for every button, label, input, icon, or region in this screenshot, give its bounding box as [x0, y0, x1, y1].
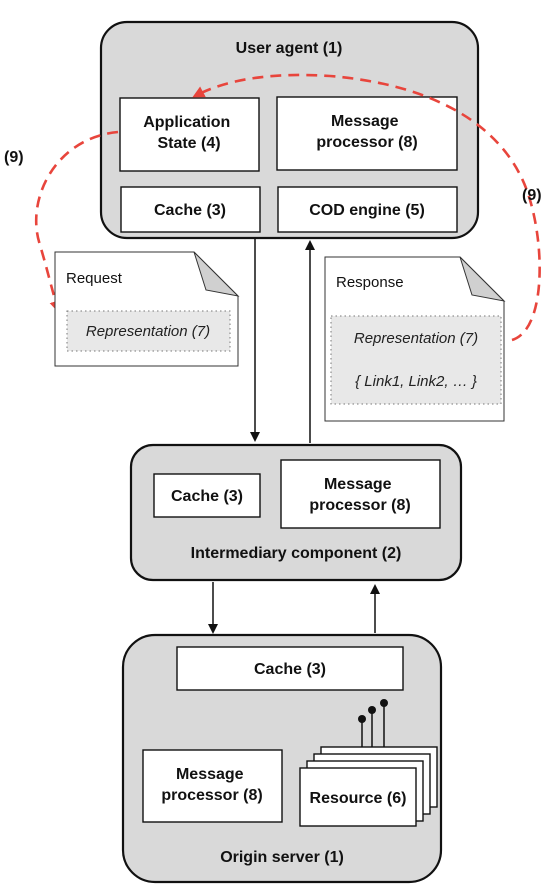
resource-stack: Resource (6) — [299, 699, 438, 827]
ua-message-processor-label-line2: processor (8) — [316, 134, 417, 151]
request-title: Request — [66, 270, 123, 287]
ua-message-processor-label-line1: Message — [331, 113, 399, 130]
origin-cache-label: Cache (3) — [254, 661, 326, 678]
svg-text:Message processor (8): Message processor (8) — [309, 476, 410, 514]
resource-label: Resource (6) — [310, 790, 407, 807]
intermediary-cache-label: Cache (3) — [171, 488, 243, 505]
origin-server-component: Cache (3) Message processor (8) Resource… — [121, 633, 443, 884]
origin-message-processor-box: Message processor (8) — [142, 749, 283, 823]
intermediary-message-processor-box: Message processor (8) — [280, 459, 441, 529]
svg-text:Application State (4): Application State (4) — [143, 114, 235, 152]
resource-link-pin-1-head — [358, 715, 366, 723]
application-state-box: Application State (4) — [119, 97, 260, 172]
origin-server-title: Origin server (1) — [220, 849, 344, 866]
response-links: { Link1, Link2, … } — [355, 373, 477, 390]
response-representation: Representation (7) — [354, 330, 478, 347]
request-representation: Representation (7) — [86, 323, 210, 340]
ua-cache-label: Cache (3) — [154, 202, 226, 219]
application-state-label-line2: State (4) — [157, 135, 220, 152]
intermediary-message-processor-line1: Message — [324, 476, 392, 493]
ua-cache-box: Cache (3) — [120, 186, 261, 233]
user-agent-component: User agent (1) Application State (4) Mes… — [99, 20, 480, 240]
cod-engine-label: COD engine (5) — [309, 202, 425, 219]
svg-text:Message processor (8): Message processor (8) — [316, 113, 417, 151]
response-title: Response — [336, 274, 404, 291]
resource-link-pin-3-head — [380, 699, 388, 707]
feedback-label-right: (9) — [522, 187, 542, 204]
user-agent-title: User agent (1) — [236, 40, 343, 57]
intermediary-message-processor-line2: processor (8) — [309, 497, 410, 514]
feedback-arrow-left — [34, 130, 119, 313]
feedback-label-left: (9) — [4, 149, 24, 166]
svg-text:Message processor (8): Message processor (8) — [161, 766, 262, 804]
cod-engine-box: COD engine (5) — [277, 186, 458, 233]
response-message: Response Representation (7) { Link1, Lin… — [324, 256, 506, 422]
feedback-arrow-right — [192, 73, 541, 342]
intermediary-component: Cache (3) Message processor (8) Intermed… — [129, 443, 463, 582]
origin-cache-box: Cache (3) — [176, 646, 404, 691]
ua-message-processor-box: Message processor (8) — [276, 96, 458, 171]
origin-message-processor-line1: Message — [176, 766, 244, 783]
origin-message-processor-line2: processor (8) — [161, 787, 262, 804]
intermediary-title: Intermediary component (2) — [191, 545, 402, 562]
resource-link-pin-2-head — [368, 706, 376, 714]
request-message: Request Representation (7) — [54, 251, 240, 367]
application-state-label-line1: Application — [143, 114, 230, 131]
intermediary-cache-box: Cache (3) — [153, 473, 261, 518]
